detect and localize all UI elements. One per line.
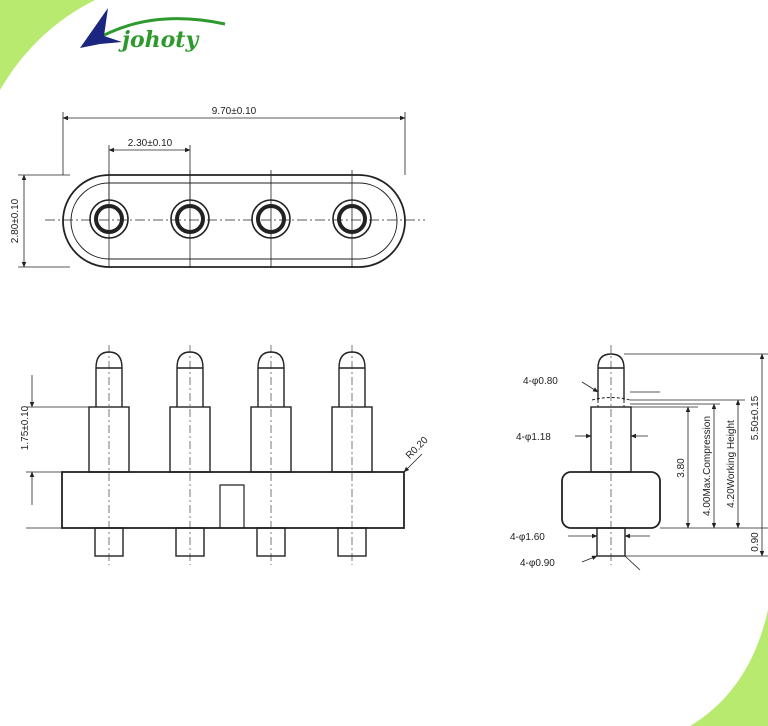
logo-swoosh [94,17,226,42]
johoty-logo: johoty [80,8,226,53]
dim-tip-diameter: 4-φ0.80 [523,376,558,387]
dim-pitch: 2.30±0.10 [128,138,173,149]
front-view [26,345,423,565]
corner-decoration-bottom-right [690,610,768,726]
front-view-center-notch [219,484,245,528]
dim-tail-diameter: 4-φ0.90 [520,558,555,569]
dim-total-height: 5.50±0.15 [750,395,761,440]
top-view-outline [62,174,406,268]
leader-corner-radius [403,453,423,473]
logo-text: johoty [118,27,200,53]
dim-3-80: 3.80 [676,458,687,478]
dim-barrel-diameter: 4-φ1.18 [516,432,551,443]
dim-pin-height: 1.75±0.10 [20,405,31,450]
side-view [561,345,768,571]
dim-tail-length: 0.90 [750,532,761,552]
dim-working-height: 4.20Working Height [726,420,737,508]
dim-overall-width: 2.80±0.10 [10,198,21,243]
dim-body-hole-diameter: 4-φ1.60 [510,532,545,543]
top-view-pin-hole-4 [332,170,372,268]
top-view-pin-hole-3 [251,170,291,268]
corner-decoration-top-left [0,0,95,90]
dim-max-compression: 4.00Max.Compression [702,416,713,516]
dim-overall-length: 9.70±0.10 [212,106,257,117]
dim-corner-radius: R0.20 [404,435,431,462]
logo-mark [80,8,122,48]
front-view-housing [61,471,405,529]
side-view-plunger [597,353,625,400]
top-view-inner-outline [70,182,398,260]
leader-tip-diameter [581,381,599,393]
side-view-compression-zone [591,397,631,407]
leader-tail-diameter [581,555,598,563]
top-view [18,112,425,268]
